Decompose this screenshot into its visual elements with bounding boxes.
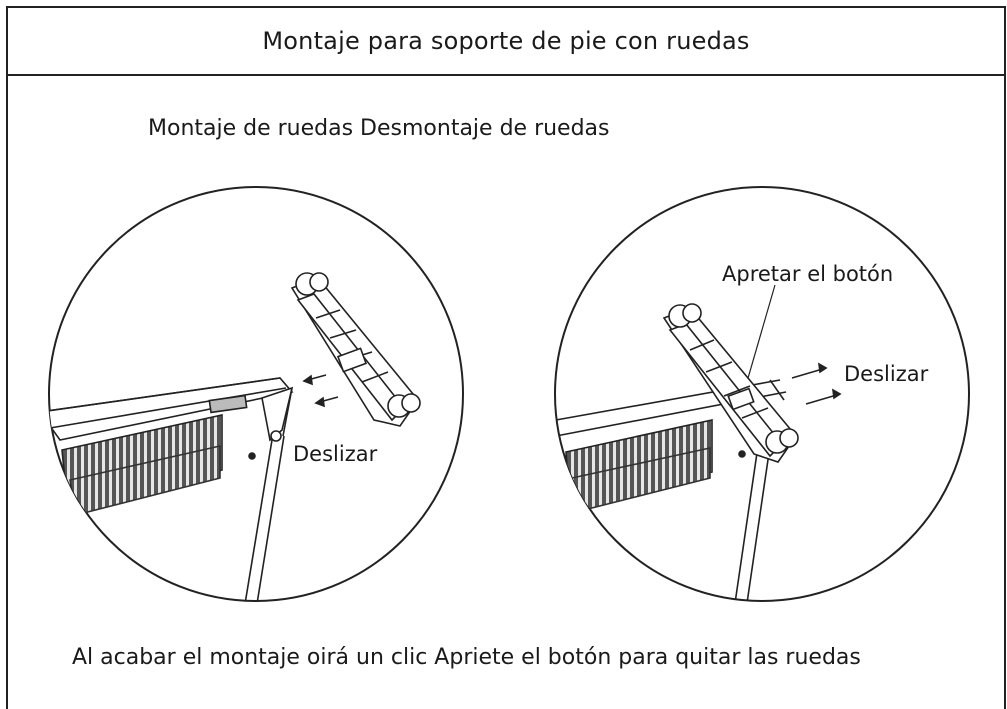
- right-button-label: Apretar el botón: [722, 262, 894, 286]
- left-detail-circle: [48, 186, 464, 602]
- title-bar: Montaje para soporte de pie con ruedas: [6, 6, 1006, 76]
- footer-caption: Al acabar el montaje oirá un clic Apriet…: [72, 645, 861, 670]
- subtitle: Montaje de ruedas Desmontaje de ruedas: [148, 116, 610, 141]
- right-detail-circle: [554, 186, 970, 602]
- page-title: Montaje para soporte de pie con ruedas: [262, 27, 750, 55]
- left-slide-label: Deslizar: [293, 442, 378, 466]
- right-slide-label: Deslizar: [844, 362, 929, 386]
